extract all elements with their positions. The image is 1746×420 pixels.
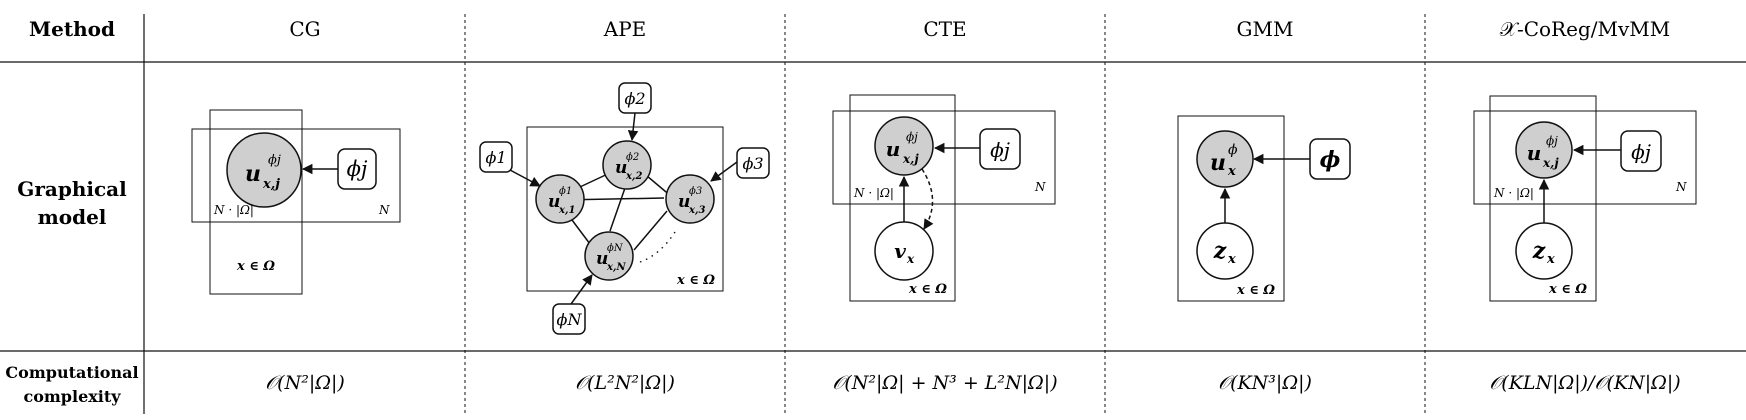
node-ape-u3-label: u	[678, 192, 690, 212]
node-cte-u-sub: x,j	[902, 152, 919, 166]
node-mvmm-u-sup: ϕj	[1546, 134, 1558, 148]
header-cg: CG	[289, 17, 320, 41]
plate-mvmm-n	[1473, 110, 1697, 205]
node-ape-u3-sub: x,3	[688, 205, 705, 216]
node-cte-u	[874, 116, 934, 176]
plate-cte-inner-label: N · |Ω|	[853, 186, 894, 200]
edge-cte-u-v-dashed	[921, 168, 934, 230]
node-ape-phi1-label: ϕ1	[485, 148, 506, 167]
edge-ape-phiN-uN	[570, 274, 593, 305]
node-ape-u1	[535, 174, 585, 224]
node-ape-u2	[602, 140, 652, 190]
node-ape-u1-sup: ϕ1	[559, 186, 572, 197]
node-ape-u2-label: u	[615, 158, 627, 178]
edge-ape-phi2-u2	[627, 112, 639, 142]
model-ape	[479, 82, 770, 335]
complexity-ape: 𝒪(L²N²|Ω|)	[575, 372, 675, 394]
node-cte-phi	[979, 128, 1021, 170]
model-cte	[832, 94, 1056, 302]
row-label-complexity-1: Computational	[5, 363, 138, 382]
node-cte-phi-label: ϕj	[990, 138, 1010, 162]
plate-cg-n-label: N	[378, 203, 390, 217]
node-gmm-z-label: z	[1213, 238, 1227, 264]
edge-ape-2-N	[609, 187, 626, 232]
table-grid	[0, 14, 1746, 414]
complexity-cg: 𝒪(N²|Ω|)	[265, 372, 345, 394]
plate-cte-n	[832, 110, 1056, 205]
header-method: Method	[29, 17, 115, 41]
node-cte-v-label: v	[894, 239, 906, 263]
node-ape-phi2-label: ϕ2	[624, 89, 645, 108]
node-mvmm-phi-label: ϕj	[1631, 140, 1651, 164]
header-mvmm: 𝒳-CoReg/MvMM	[1500, 17, 1670, 41]
plate-cg-x-label: x ∈ Ω	[236, 259, 275, 274]
node-cg-phi-label: ϕj	[347, 157, 368, 181]
plate-cg-x	[209, 109, 303, 295]
node-cg-u	[226, 132, 302, 208]
plate-cg-inner-label: N · |Ω|	[213, 203, 254, 217]
node-ape-u3-sup: ϕ3	[689, 186, 702, 197]
node-mvmm-u-sub: x,j	[1542, 156, 1559, 170]
node-cte-u-sup: ϕj	[906, 130, 918, 144]
complexity-gmm: 𝒪(KN³|Ω|)	[1218, 372, 1312, 394]
node-ape-u3	[665, 174, 715, 224]
model-gmm	[1177, 115, 1351, 302]
edge-ape-3-N	[633, 210, 668, 251]
node-ape-u2-sup: ϕ2	[626, 152, 639, 163]
node-ape-uN-sup: ϕN	[607, 243, 624, 254]
node-gmm-u-sup: ϕ	[1228, 142, 1238, 158]
complexity-cte: 𝒪(N²|Ω| + N³ + L²N|Ω|)	[832, 372, 1057, 394]
plate-mvmm-x	[1489, 95, 1597, 302]
complexity-mvmm: 𝒪(KLN|Ω|)/𝒪(KN|Ω|)	[1489, 372, 1680, 394]
node-ape-phi1	[479, 141, 513, 173]
node-mvmm-u-label: u	[1527, 141, 1542, 165]
node-mvmm-z-label: z	[1532, 238, 1546, 264]
node-ape-u1-label: u	[548, 192, 560, 212]
plate-mvmm-n-label: N	[1675, 180, 1687, 194]
edge-ape-phi3-u3	[710, 161, 738, 182]
node-ape-u2-sub: x,2	[625, 171, 642, 182]
header-cte: CTE	[923, 17, 966, 41]
model-cg	[191, 109, 401, 295]
node-ape-uN-sub: x,N	[606, 262, 626, 273]
model-mvmm	[1473, 95, 1697, 302]
node-ape-phiN-label: ϕN	[557, 310, 583, 329]
node-ape-uN	[584, 231, 634, 281]
plate-mvmm-inner-label: N · |Ω|	[1493, 186, 1534, 200]
node-ape-phiN	[552, 303, 586, 335]
plate-ape-x	[526, 126, 724, 292]
plate-cg-n	[191, 128, 401, 223]
node-gmm-u-sub: x	[1227, 164, 1236, 179]
row-label-graphical-1: Graphical	[17, 177, 127, 201]
row-label-graphical-2: model	[38, 205, 107, 229]
node-mvmm-z-sub: x	[1546, 252, 1555, 267]
node-ape-u1-sub: x,1	[558, 205, 575, 216]
node-ape-phi3-label: ϕ3	[742, 154, 763, 173]
node-cte-u-label: u	[886, 137, 901, 161]
header-ape: APE	[603, 17, 647, 41]
node-gmm-phi-label: ϕ	[1320, 147, 1341, 173]
plate-gmm-x-label: x ∈ Ω	[1236, 283, 1275, 298]
plate-gmm-x	[1177, 115, 1285, 302]
node-cte-v-sub: x	[906, 252, 915, 266]
plate-cte-x	[849, 94, 956, 302]
plate-cte-x-label: x ∈ Ω	[908, 282, 947, 297]
node-ape-phi3	[736, 147, 770, 179]
node-mvmm-phi	[1620, 130, 1662, 172]
node-cg-u-sub: x,j	[262, 177, 280, 192]
plate-mvmm-x-label: x ∈ Ω	[1548, 282, 1587, 297]
header-gmm: GMM	[1237, 17, 1294, 41]
node-gmm-u-label: u	[1210, 150, 1226, 176]
edge-ape-phi1-u1	[509, 169, 541, 187]
plate-cte-n-label: N	[1034, 180, 1046, 194]
node-cg-u-sup: ϕj	[268, 153, 281, 168]
node-ape-uN-label: u	[596, 249, 608, 269]
node-gmm-z-sub: x	[1227, 252, 1236, 267]
node-mvmm-u	[1515, 121, 1573, 179]
row-label-complexity-2: complexity	[23, 387, 121, 406]
node-cg-u-label: u	[245, 161, 261, 187]
plate-ape-x-label: x ∈ Ω	[676, 273, 715, 288]
